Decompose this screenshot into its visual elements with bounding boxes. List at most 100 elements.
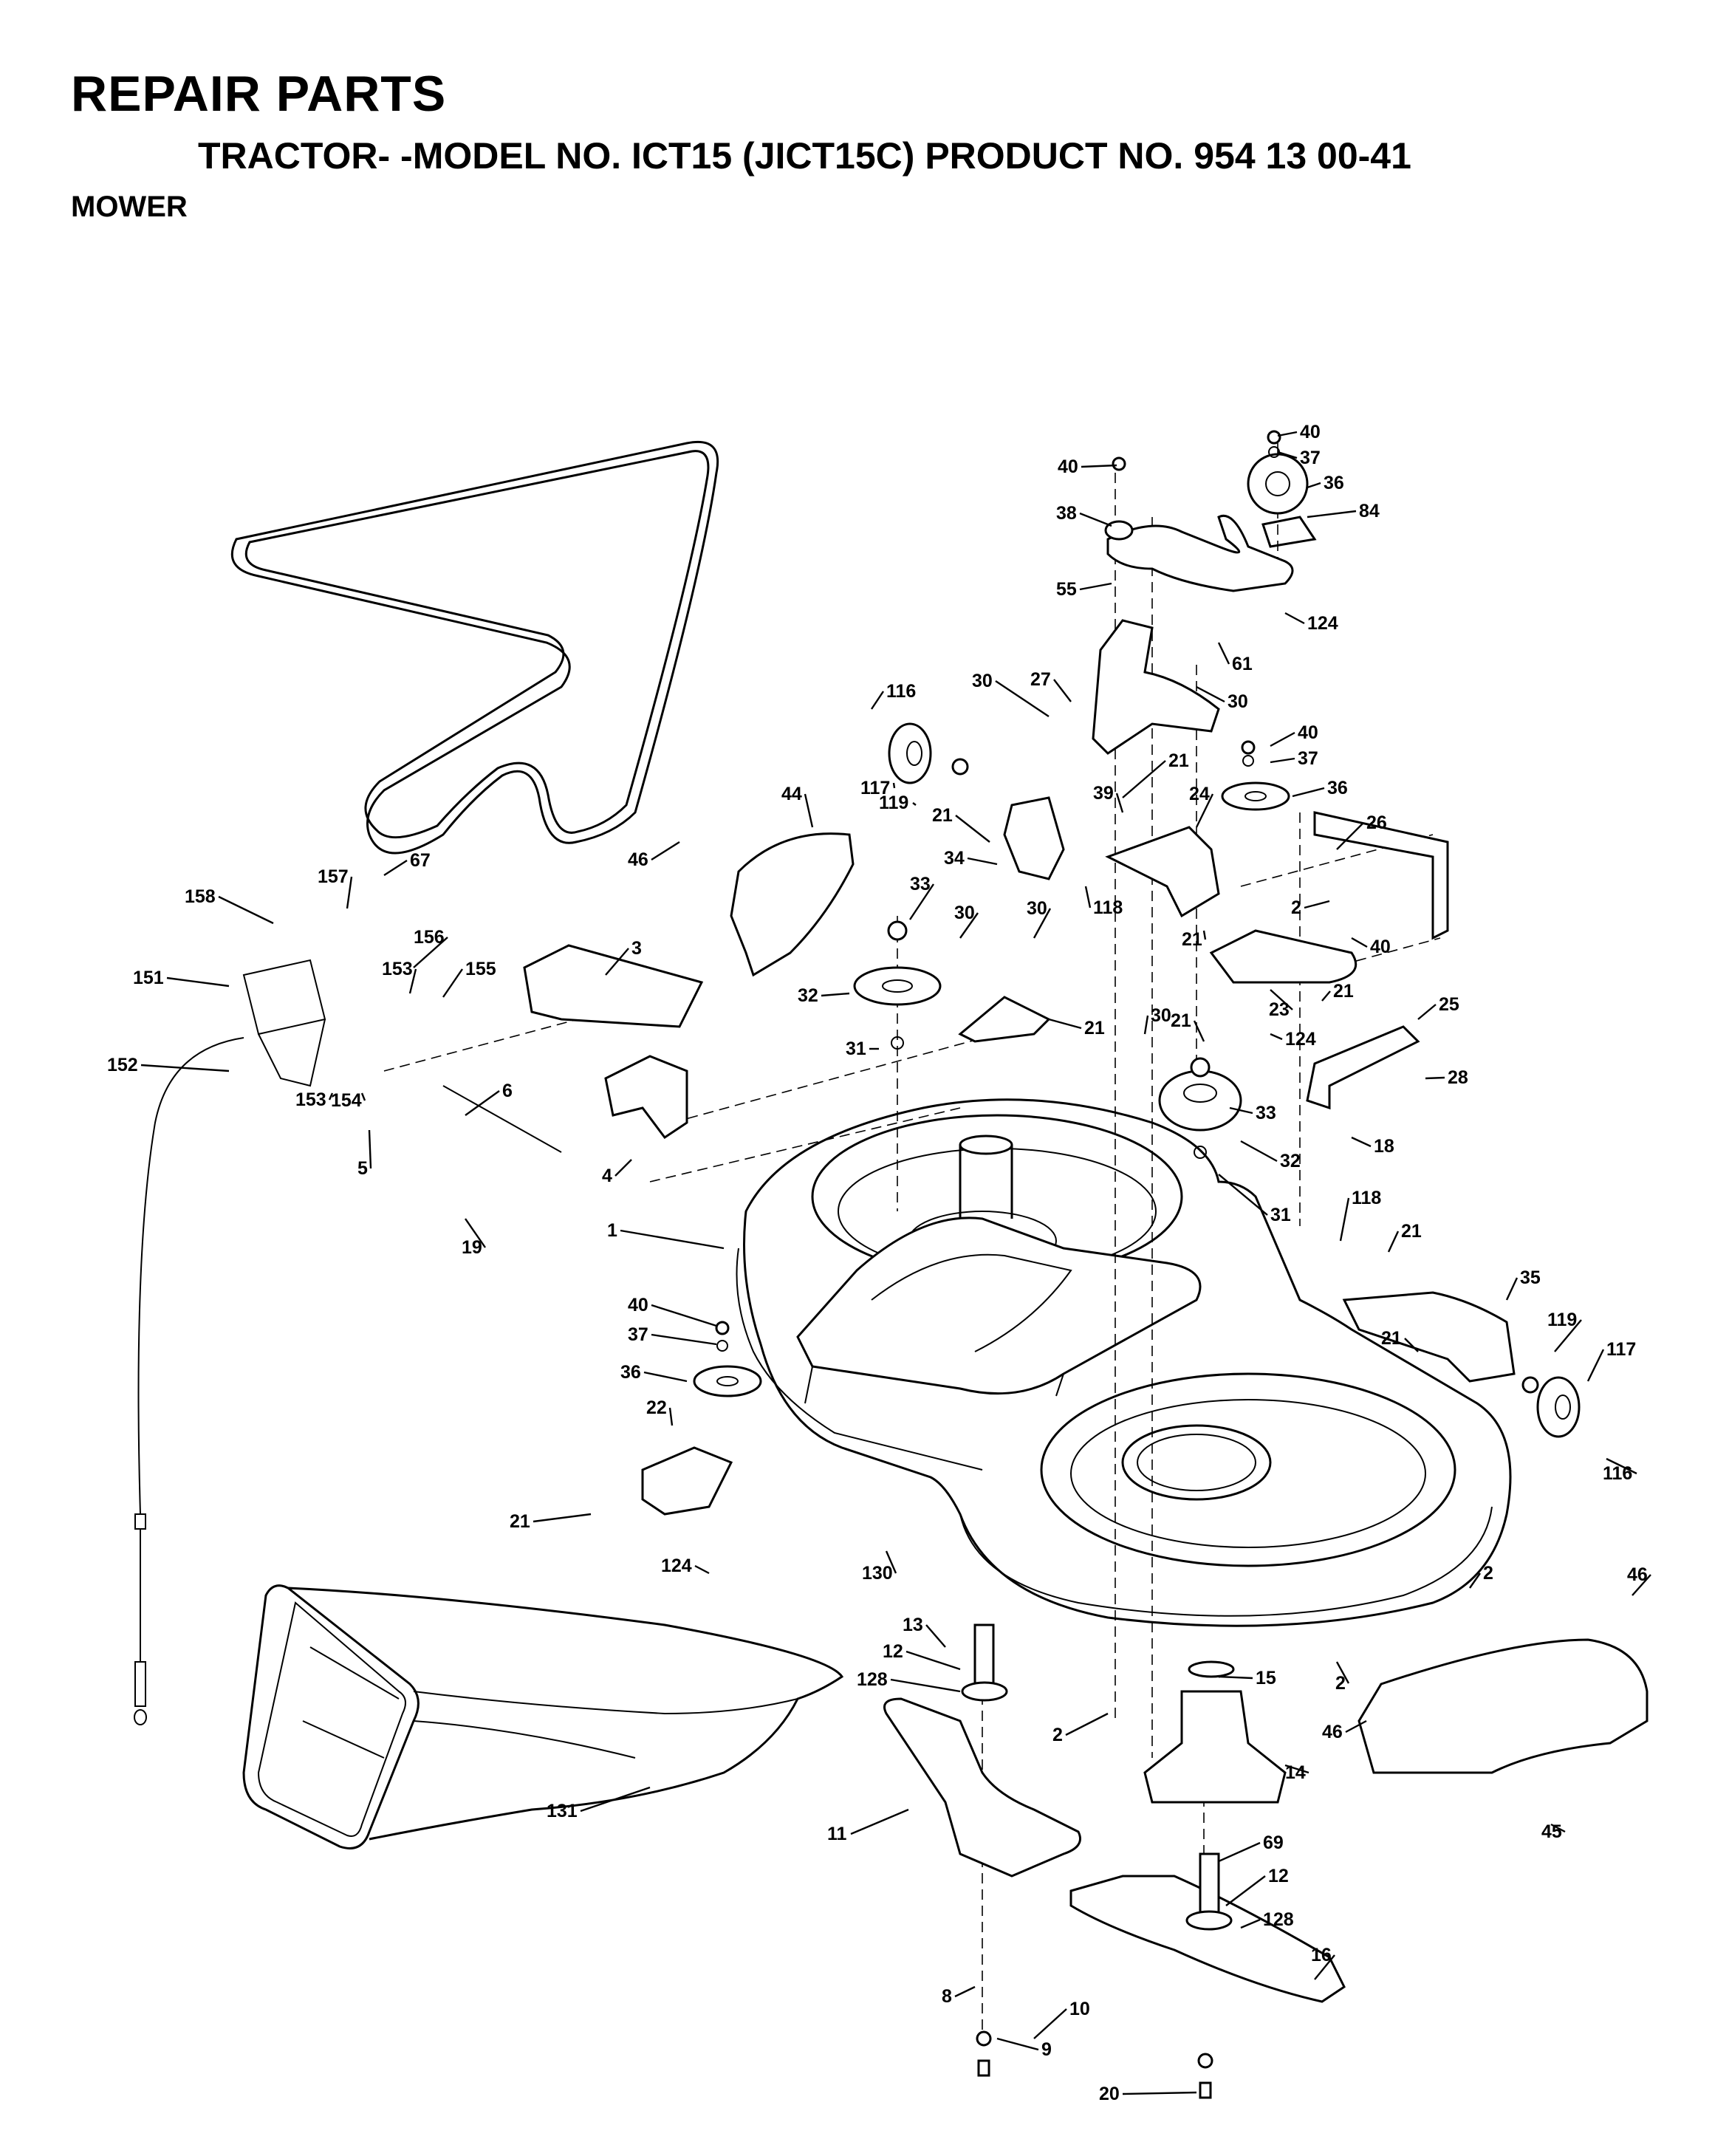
callout-number: 11: [827, 1824, 847, 1844]
callout-number: 128: [1263, 1909, 1294, 1930]
callout-number: 23: [1269, 999, 1290, 1020]
callout-number: 34: [944, 848, 965, 869]
callout-leader: [996, 2037, 1039, 2051]
callout-leader: [1240, 1918, 1261, 1929]
callout-leader: [912, 802, 917, 806]
callout-leader: [1195, 793, 1214, 828]
callout-number: 158: [185, 886, 216, 907]
callout-leader: [821, 992, 850, 997]
callout-number: 31: [1270, 1205, 1291, 1225]
callout-leader: [694, 1564, 710, 1575]
callout-number: 130: [862, 1563, 893, 1584]
callout-number: 6: [502, 1081, 513, 1101]
callout-leader: [1505, 1277, 1519, 1301]
callout-number: 32: [798, 985, 818, 1006]
callout-leader: [1387, 1231, 1400, 1253]
callout-number: 128: [857, 1669, 888, 1690]
callout-number: 118: [1093, 897, 1123, 918]
callout-leader: [1339, 1197, 1350, 1242]
callout-leader: [850, 1808, 909, 1835]
callout-leader: [1417, 1004, 1437, 1020]
callout-leader: [1270, 757, 1295, 764]
callout-number: 20: [1099, 2084, 1120, 2104]
callout-leader: [620, 1229, 725, 1250]
callout-number: 40: [1370, 937, 1391, 957]
callout-number: 39: [1093, 783, 1114, 804]
section-label: MOWER: [71, 191, 188, 223]
callout-leader: [1048, 1018, 1082, 1030]
callout-number: 36: [1327, 778, 1348, 798]
callout-leader: [885, 1550, 897, 1574]
callout-leader: [1218, 1675, 1253, 1680]
callout-number: 116: [886, 681, 916, 702]
callout-leader: [1122, 760, 1166, 798]
callout-leader: [1606, 1457, 1637, 1475]
callout-number: 21: [1401, 1221, 1422, 1242]
callout-number: 46: [1322, 1722, 1343, 1742]
callout-leader: [871, 691, 884, 710]
callout-leader: [955, 815, 990, 843]
callout-leader: [1053, 679, 1072, 702]
callout-leader: [651, 841, 680, 861]
callout-leader: [1270, 731, 1295, 747]
callout-leader: [1277, 451, 1298, 459]
callout-number: 30: [1027, 898, 1047, 919]
callout-leader: [1345, 1719, 1367, 1734]
callout-leader: [1270, 989, 1293, 1010]
callout-leader: [614, 1159, 632, 1177]
callout-number: 8: [942, 1986, 952, 2007]
callout-number: 152: [107, 1055, 138, 1075]
callout-number: 40: [1058, 456, 1078, 477]
callout-number: 28: [1448, 1067, 1468, 1088]
callout-number: 155: [465, 959, 496, 979]
callout-number: 12: [1268, 1866, 1289, 1886]
callout-number: 9: [1041, 2039, 1052, 2060]
callout-number: 33: [910, 874, 931, 894]
callout-number: 21: [1168, 750, 1189, 771]
callout-leader: [580, 1786, 651, 1813]
callout-number: 21: [1333, 981, 1354, 1002]
callout-number: 124: [661, 1556, 692, 1576]
discharge-chute: [242, 1584, 844, 1849]
callout-number: 35: [1520, 1267, 1541, 1288]
callout-leader: [360, 1092, 366, 1101]
callout-leader: [368, 1129, 372, 1169]
callout-number: 5: [357, 1158, 368, 1179]
callout-number: 32: [1280, 1151, 1301, 1171]
callout-leader: [408, 968, 417, 994]
callout-number: 40: [1300, 422, 1321, 442]
callout-number: 14: [1285, 1762, 1306, 1783]
callout-number: 153: [295, 1089, 326, 1110]
callout-number: 37: [628, 1324, 648, 1345]
callout-number: 40: [628, 1295, 648, 1315]
callout-number: 27: [1030, 669, 1051, 690]
page-title: REPAIR PARTS: [71, 66, 447, 122]
callout-number: 16: [1311, 1945, 1332, 1965]
callout-leader: [651, 1304, 717, 1327]
drive-belt: [230, 440, 719, 855]
callout-leader: [1218, 1174, 1268, 1216]
callout-number: 157: [318, 866, 349, 887]
callout-number: 36: [620, 1362, 641, 1383]
callout-leader: [643, 1371, 688, 1383]
callout-number: 45: [1541, 1821, 1562, 1842]
callout-number: 46: [628, 849, 648, 870]
callout-leader: [1270, 1033, 1283, 1041]
callout-number: 55: [1056, 579, 1077, 600]
mower-deck: [736, 1098, 1512, 1627]
callout-number: 124: [1307, 613, 1338, 634]
callout-leader: [1321, 990, 1331, 1002]
callout-leader: [1292, 787, 1325, 798]
callout-leader: [346, 876, 353, 909]
callout-leader: [1632, 1574, 1651, 1596]
callout-number: 30: [1228, 691, 1248, 712]
callout-number: 25: [1439, 994, 1459, 1015]
callout-number: 37: [1298, 748, 1318, 769]
callout-leader: [1336, 822, 1364, 850]
callout-leader: [1065, 1712, 1109, 1736]
callout-number: 18: [1374, 1136, 1394, 1157]
callout-leader: [1554, 1319, 1582, 1352]
callout-leader: [1351, 937, 1368, 948]
callout-number: 21: [1381, 1328, 1402, 1349]
callout-leader: [166, 976, 230, 988]
